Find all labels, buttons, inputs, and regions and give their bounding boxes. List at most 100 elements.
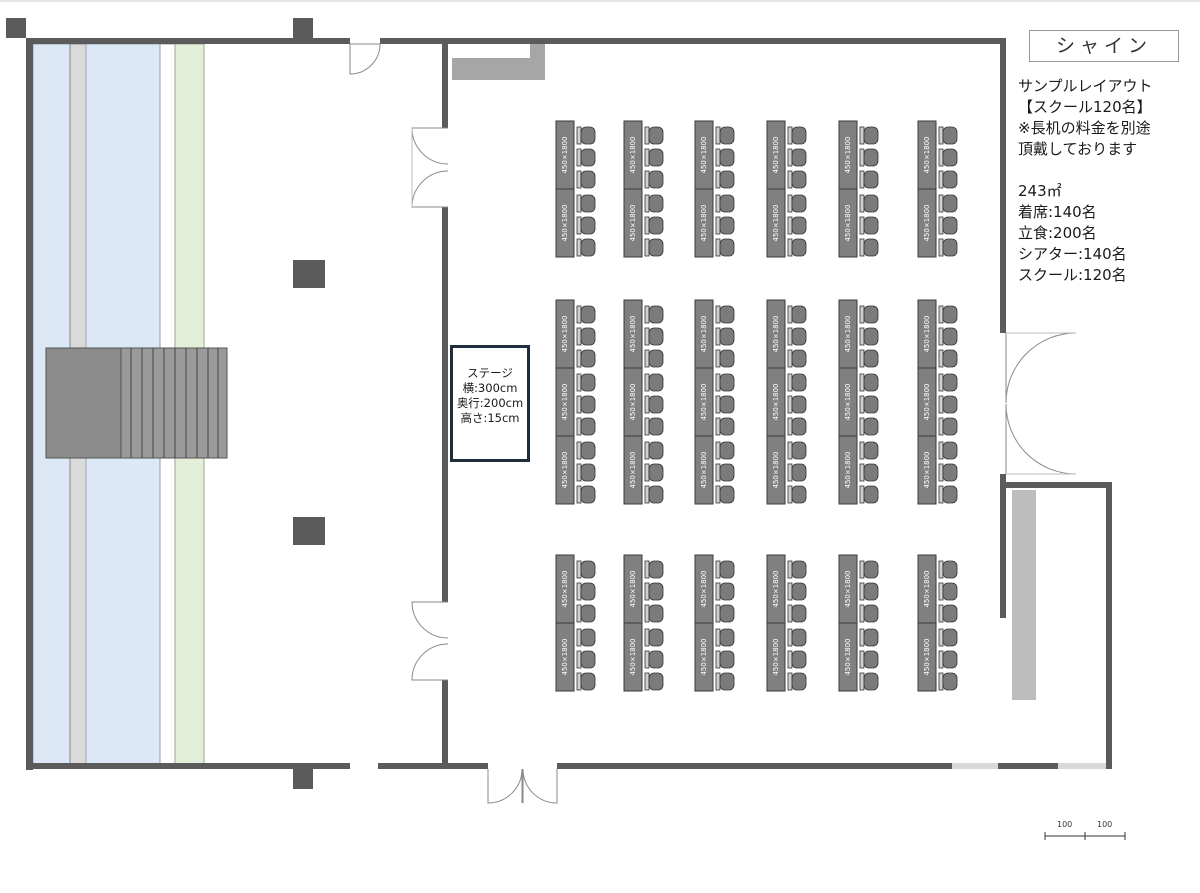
chair-back — [859, 628, 865, 647]
chair — [791, 148, 807, 167]
long-table — [555, 622, 575, 692]
chair — [648, 216, 664, 235]
chair-back — [644, 349, 650, 368]
chair-back — [644, 216, 650, 235]
table-size-label: 450×1800 — [561, 451, 569, 488]
chair-back — [644, 463, 650, 482]
table-size-label: 450×1800 — [561, 383, 569, 420]
chair-back — [938, 441, 944, 460]
table-size-label: 450×1800 — [629, 204, 637, 241]
door-top-left — [349, 43, 381, 75]
chair — [580, 441, 596, 460]
partition-1 — [442, 38, 448, 128]
wall-main-top — [448, 38, 1006, 44]
table-size-label: 450×1800 — [772, 315, 780, 352]
walls — [6, 18, 1112, 789]
chair — [863, 417, 879, 436]
chair — [719, 463, 735, 482]
chair-back — [938, 305, 944, 324]
chair — [580, 170, 596, 189]
chair-back — [938, 126, 944, 145]
chair — [648, 417, 664, 436]
chair — [791, 126, 807, 145]
chair — [863, 650, 879, 669]
table-size-label: 450×1800 — [772, 451, 780, 488]
chair-back — [787, 628, 793, 647]
long-table — [766, 622, 786, 692]
chair-back — [938, 417, 944, 436]
chair — [942, 327, 958, 346]
chair-back — [787, 650, 793, 669]
table-size-label: 450×1800 — [923, 383, 931, 420]
chair-back — [859, 148, 865, 167]
table-size-label: 450×1800 — [772, 204, 780, 241]
chair-back — [576, 305, 582, 324]
chair — [791, 628, 807, 647]
chair-back — [576, 485, 582, 504]
chair-back — [938, 170, 944, 189]
partition-2 — [442, 207, 448, 602]
chair — [648, 373, 664, 392]
chair-back — [938, 650, 944, 669]
chair — [863, 485, 879, 504]
chair — [863, 560, 879, 579]
chair-back — [576, 604, 582, 623]
chair-back — [715, 560, 721, 579]
table-size-label: 450×1800 — [700, 383, 708, 420]
chair-back — [644, 126, 650, 145]
chair-back — [576, 672, 582, 691]
chair-back — [715, 216, 721, 235]
chair-back — [859, 417, 865, 436]
chair — [648, 194, 664, 213]
chair — [863, 628, 879, 647]
chair — [719, 126, 735, 145]
chair — [719, 560, 735, 579]
chair — [580, 604, 596, 623]
chair — [719, 373, 735, 392]
chair — [791, 672, 807, 691]
table-size-label: 450×1800 — [772, 638, 780, 675]
chair-back — [715, 305, 721, 324]
chair-back — [644, 170, 650, 189]
chair — [942, 126, 958, 145]
table-size-label: 450×1800 — [561, 204, 569, 241]
chair — [580, 650, 596, 669]
chair-back — [715, 582, 721, 601]
chair-back — [938, 485, 944, 504]
wall-main-bottom-c — [998, 763, 1058, 769]
chair-back — [715, 604, 721, 623]
wall-left-bottom-b — [378, 763, 448, 769]
chair — [719, 395, 735, 414]
chair — [580, 560, 596, 579]
chair — [648, 604, 664, 623]
capacity-info: 243㎡ 着席:140名 立食:200名 シアター:140名 スクール:120名 — [1018, 181, 1127, 286]
chair — [648, 628, 664, 647]
capacity-school: スクール:120名 — [1018, 266, 1127, 284]
chair — [648, 485, 664, 504]
chair — [863, 194, 879, 213]
long-table — [838, 622, 858, 692]
chair — [648, 395, 664, 414]
light-wall-segments — [952, 763, 1106, 769]
chair-back — [787, 349, 793, 368]
chair-back — [644, 327, 650, 346]
chair-back — [644, 441, 650, 460]
scale-label-right: 100 — [1097, 820, 1113, 829]
chair — [791, 441, 807, 460]
long-table — [917, 188, 937, 258]
chair-back — [787, 194, 793, 213]
chair — [580, 628, 596, 647]
chair-back — [859, 672, 865, 691]
table-size-label: 450×1800 — [561, 136, 569, 173]
layout-info: サンプルレイアウト 【スクール120名】 ※長机の料金を別途 頂戴しております — [1018, 76, 1153, 160]
chair — [863, 305, 879, 324]
capacity-area: 243㎡ — [1018, 182, 1062, 200]
chair — [580, 194, 596, 213]
scale-label-left: 100 — [1057, 820, 1073, 829]
note-line-2: 頂戴しております — [1018, 140, 1138, 158]
chair-back — [859, 485, 865, 504]
chair — [719, 305, 735, 324]
long-table — [694, 435, 714, 505]
chair-back — [938, 148, 944, 167]
chair — [791, 373, 807, 392]
